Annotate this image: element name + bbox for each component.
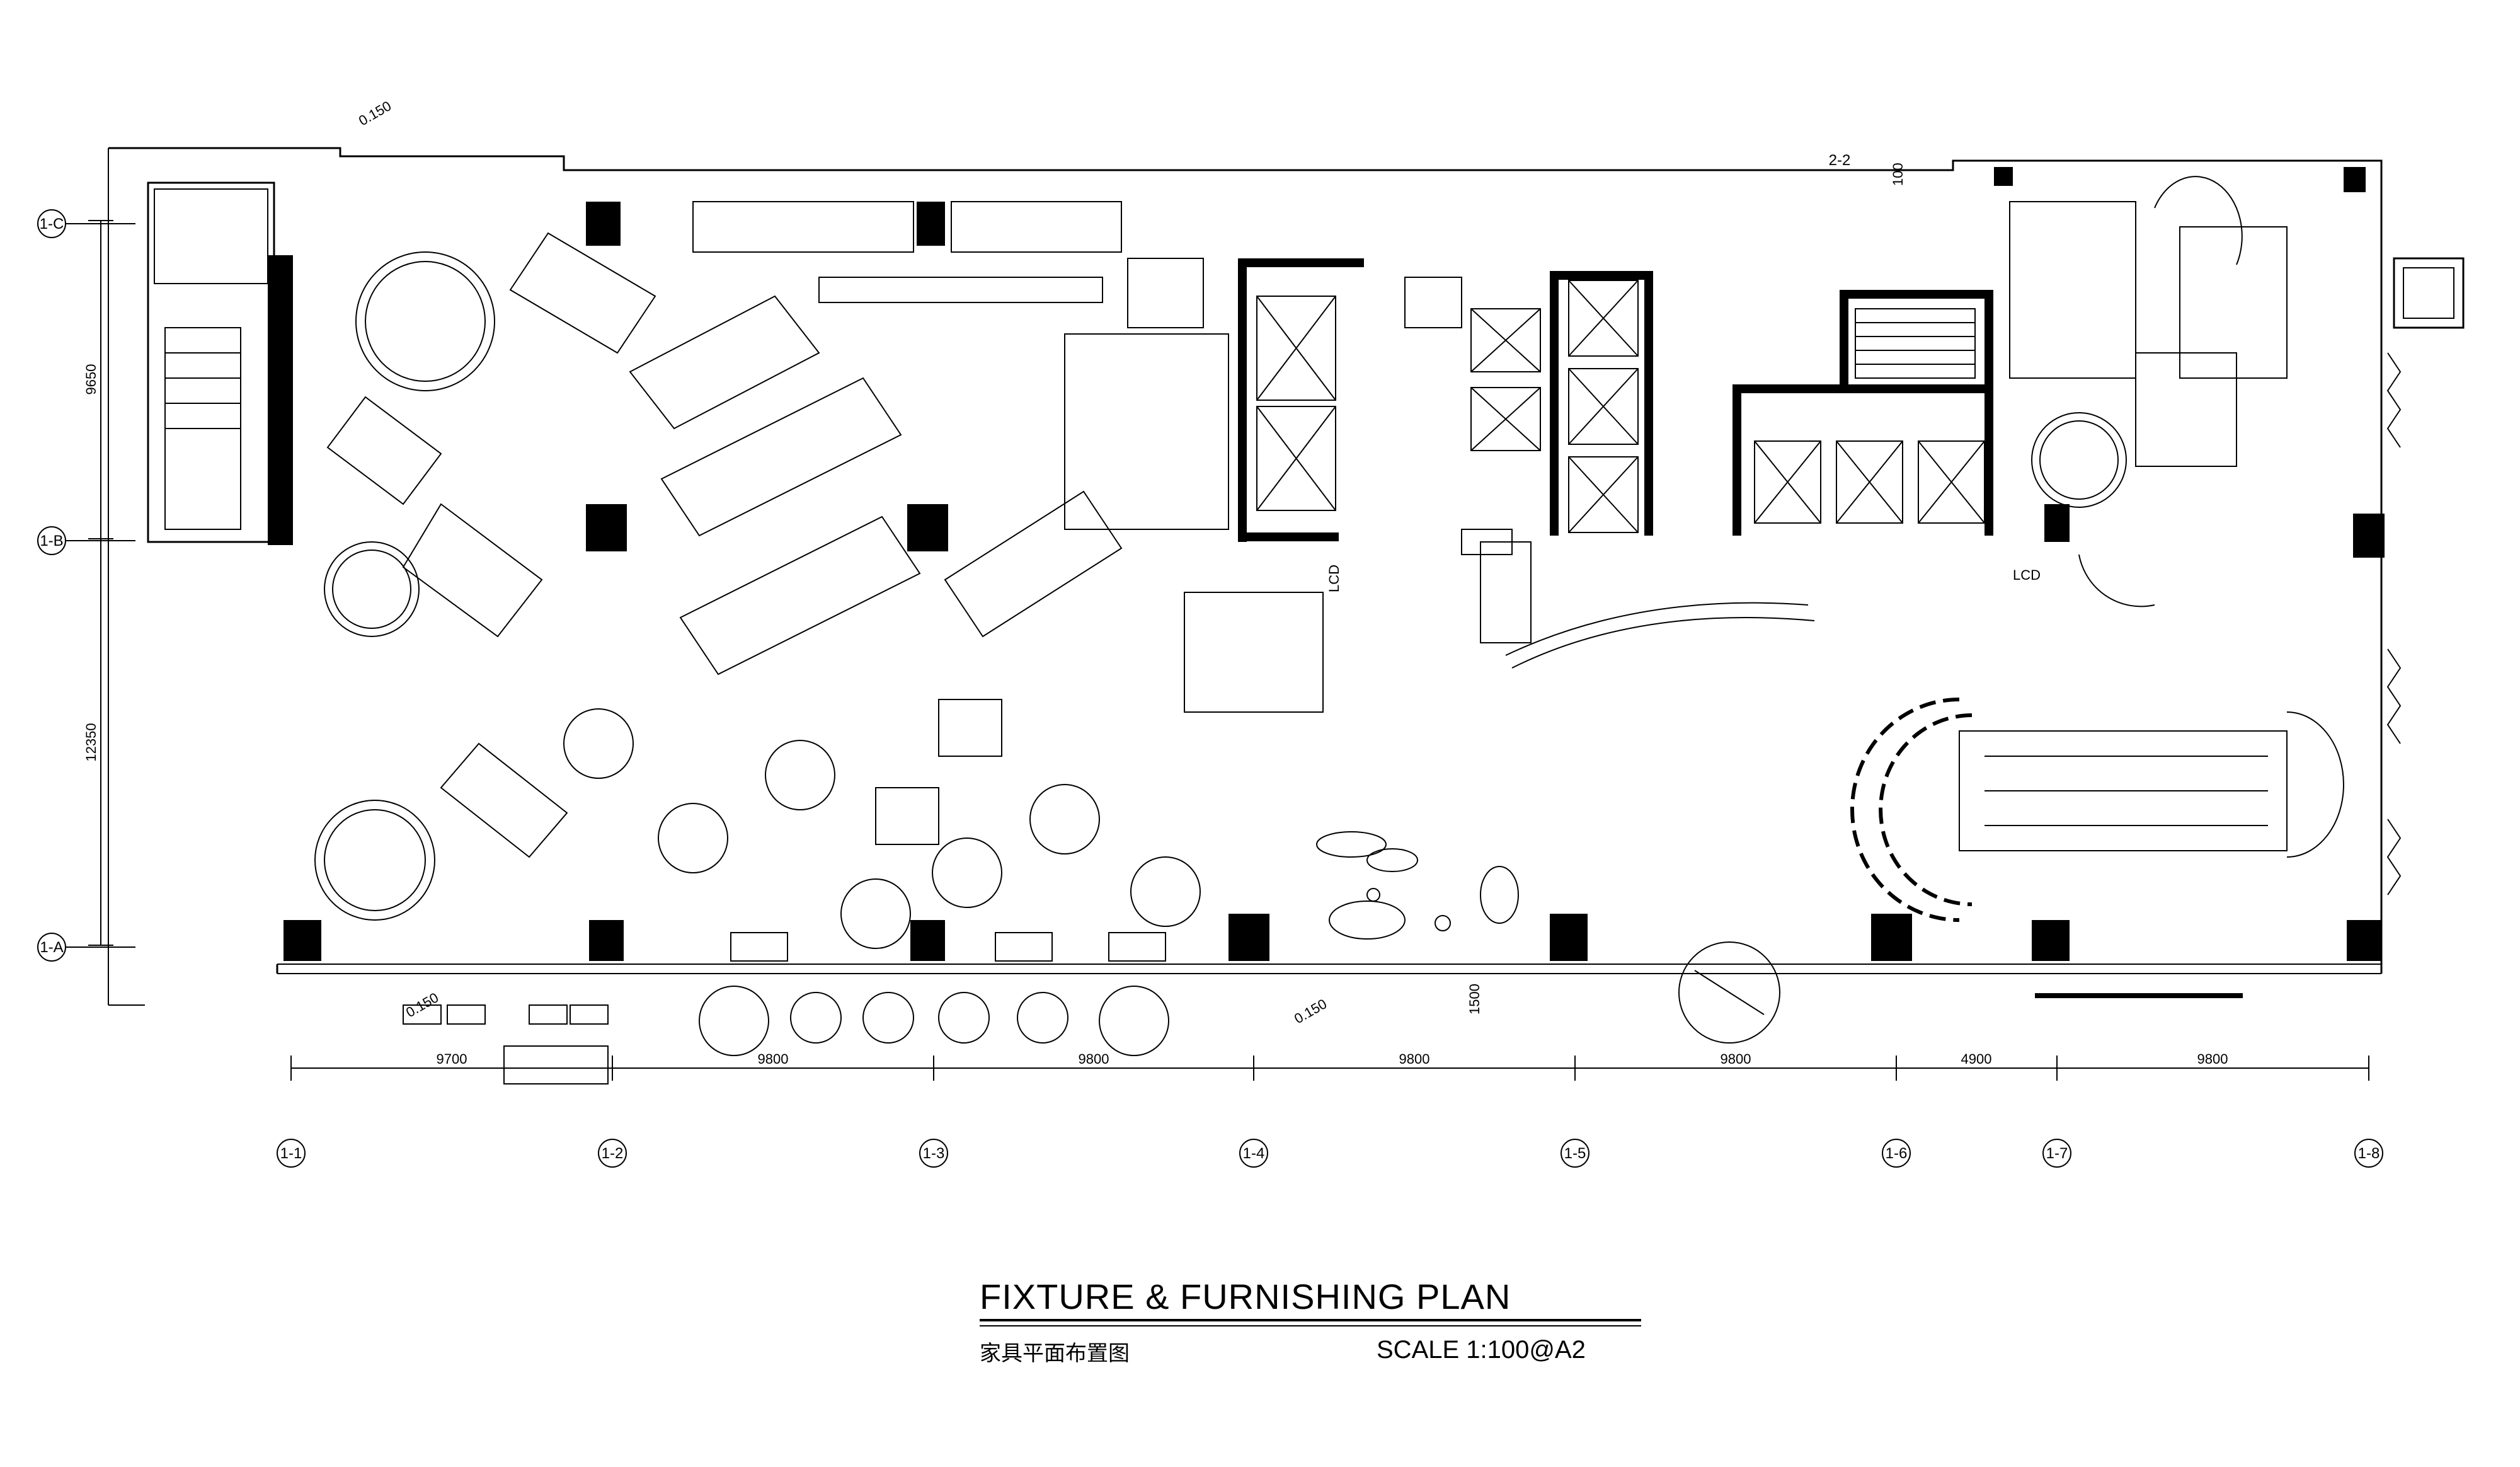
dimension-2: 9800 [758, 1051, 789, 1067]
level-mark-top: 0.150 [356, 98, 394, 129]
plan-scale: SCALE 1:100@A2 [1377, 1336, 1586, 1364]
title-underline-thin [980, 1325, 1641, 1326]
grid-col-1: 1-1 [280, 1145, 302, 1162]
plan-title-chinese: 家具平面布置图 [980, 1341, 1130, 1366]
grid-col-8: 1-8 [2358, 1145, 2380, 1162]
level-mark-bottom: 0.150 [1292, 996, 1329, 1027]
grid-row-a: 1-A [40, 939, 63, 956]
grid-column-markers: 1-1 1-2 1-3 1-4 1-5 1-6 1-7 1-8 [277, 1139, 2383, 1168]
grid-col-6: 1-6 [1886, 1145, 1908, 1162]
service-rooms [1184, 176, 2288, 713]
lcd-label-2: LCD [2013, 567, 2041, 583]
title-underline [980, 1319, 1641, 1321]
grid-col-3: 1-3 [923, 1145, 945, 1162]
lobby-features [1316, 602, 2344, 1044]
kitchen-area [326, 201, 1229, 858]
level-mark-bottom-left: 0.150 [403, 989, 441, 1020]
lcd-label-1: LCD [1326, 565, 1342, 592]
grid-col-4: 1-4 [1243, 1145, 1265, 1162]
offset-1500: 1500 [1467, 984, 1482, 1015]
plan-title: FIXTURE & FURNISHING PLAN [980, 1277, 1511, 1316]
dimension-4: 9800 [1399, 1051, 1430, 1067]
grid-col-7: 1-7 [2046, 1145, 2068, 1162]
dimension-5: 9800 [1721, 1051, 1751, 1067]
grid-row-b: 1-B [40, 532, 63, 549]
dimension-chain: 9700 9800 9800 9800 9800 4900 9800 [290, 1051, 2369, 1081]
grid-col-2: 1-2 [602, 1145, 624, 1162]
dimension-6: 4900 [1961, 1051, 1992, 1067]
elevator-core [1238, 258, 1993, 542]
terrace-furniture [403, 986, 1169, 1084]
row-dimension-2: 12350 [83, 723, 99, 761]
row-dimension-chain: 9650 12350 [83, 220, 113, 946]
dimension-7: 9800 [2197, 1051, 2228, 1067]
structural-columns [268, 167, 2385, 961]
row-dimension-1: 9650 [83, 364, 99, 395]
grid-col-5: 1-5 [1564, 1145, 1586, 1162]
grid-row-markers: 1-C 1-B 1-A [37, 209, 135, 962]
dimension-3: 9800 [1079, 1051, 1109, 1067]
section-mark: 2-2 [1829, 152, 1851, 169]
building-outline [108, 147, 2465, 1006]
dining-tables [314, 251, 1201, 962]
offset-100: 100 [1890, 163, 1906, 186]
dimension-1: 9700 [437, 1051, 467, 1067]
title-block: FIXTURE & FURNISHING PLAN 家具平面布置图 SCALE … [980, 1276, 1647, 1383]
grid-row-c: 1-C [40, 216, 64, 233]
